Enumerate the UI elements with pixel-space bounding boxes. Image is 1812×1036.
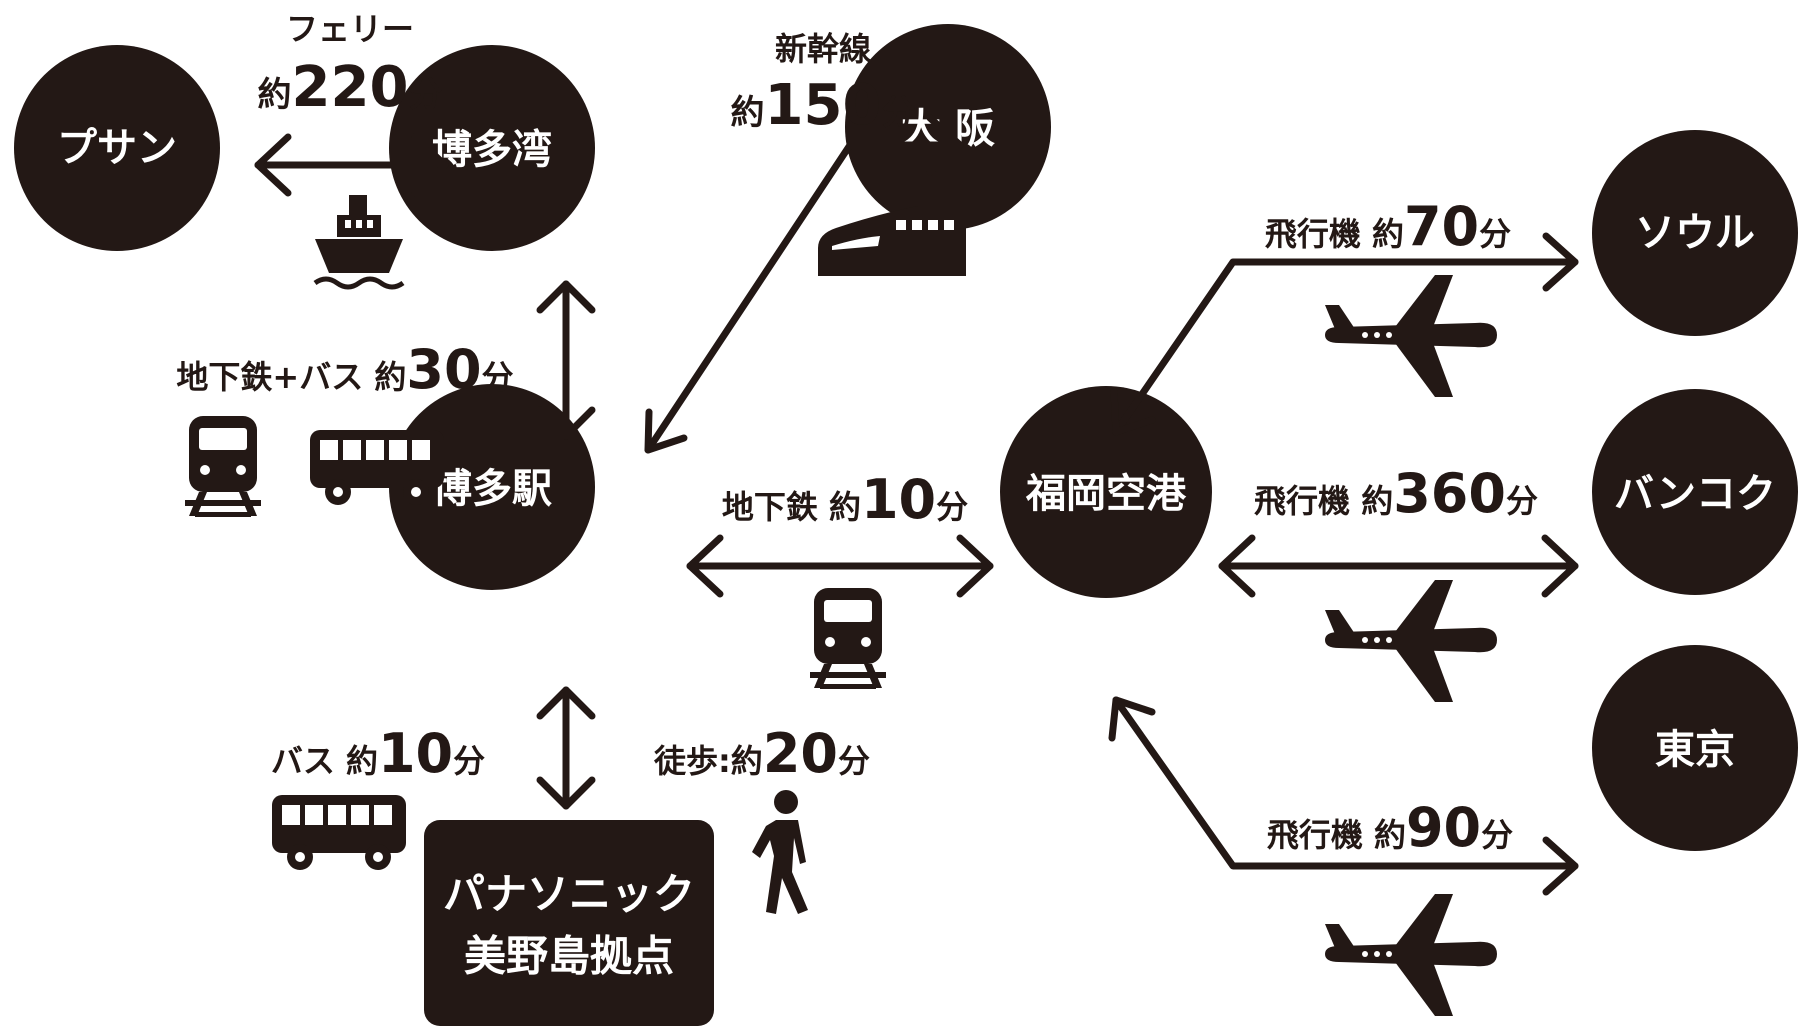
edge-unit-flight-seoul: 分 — [1479, 215, 1511, 253]
edge-label-subway: 地下鉄 約10分 — [722, 468, 968, 531]
edge-hakata-station-fukuoka-airport — [686, 534, 994, 598]
svg-text:約150分: 約150分 — [731, 73, 916, 138]
edge-fukuoka-airport-bangkok — [1218, 534, 1579, 598]
airplane-icon — [1325, 894, 1497, 1016]
airplane-icon — [1325, 580, 1497, 702]
edge-mode-shinkansen: 新幹線 — [775, 30, 871, 68]
bus-icon — [310, 430, 444, 505]
edge-label-bus: バス 約10分 — [271, 722, 485, 785]
node-label-hakata-bay: 博多湾 — [432, 127, 552, 173]
node-label-tokyo: 東京 — [1655, 727, 1735, 773]
edge-mode-walk: 徒歩:約 — [653, 742, 763, 780]
edge-hakata-bay-hakata-station — [536, 280, 596, 440]
edge-number-flight-tokyo: 90 — [1406, 796, 1481, 859]
svg-text:飛行機 約90分: 飛行機 約90分 — [1267, 796, 1513, 859]
node-tokyo: 東京 — [1592, 645, 1798, 851]
edge-mode-bus: バス 約 — [271, 742, 378, 780]
edge-number-shinkansen: 150 — [765, 73, 882, 138]
edge-number-flight-seoul: 70 — [1404, 195, 1479, 258]
node-fukuoka-airport: 福岡空港 — [1000, 386, 1212, 598]
edge-unit-flight-bangkok: 分 — [1506, 482, 1538, 520]
edge-unit-walk: 分 — [838, 742, 870, 780]
svg-text:飛行機 約70分: 飛行機 約70分 — [1265, 195, 1511, 258]
edge-hakata-station-osaka — [644, 114, 964, 454]
edge-number-walk: 20 — [763, 722, 838, 785]
node-hakata-bay: 博多湾 — [389, 45, 595, 251]
edge-number-ferry: 220 — [292, 55, 409, 120]
edge-mode-flight-tokyo: 飛行機 約 — [1267, 816, 1406, 854]
edge-mode-ferry: フェリー — [286, 10, 414, 48]
node-bangkok: バンコク — [1592, 389, 1798, 595]
edge-number-flight-bangkok: 360 — [1393, 462, 1506, 525]
train-icon — [185, 416, 261, 517]
edge-fukuoka-airport-tokyo — [1108, 696, 1579, 896]
edge-prefix-ferry: 約 — [258, 75, 292, 115]
svg-text:地下鉄 約10分: 地下鉄 約10分 — [722, 468, 968, 531]
node-label-pusan: プサン — [57, 125, 177, 171]
edge-label-subway-bus: 地下鉄+バス 約30分 — [176, 338, 513, 401]
node-label-panasonic-line2: 美野島拠点 — [464, 932, 674, 981]
edge-unit-subway: 分 — [936, 488, 968, 526]
edge-number-subway-bus: 30 — [406, 338, 481, 401]
edge-unit-shinkansen: 分 — [881, 93, 915, 133]
svg-text:地下鉄+バス 約30分: 地下鉄+バス 約30分 — [176, 338, 513, 401]
node-label-panasonic-line1: パナソニック — [443, 870, 695, 919]
node-seoul: ソウル — [1592, 130, 1798, 336]
edge-label-flight-bangkok: 飛行機 約360分 — [1254, 462, 1538, 525]
edge-hakata-station-panasonic — [536, 686, 596, 810]
edge-number-subway: 10 — [861, 468, 936, 531]
edge-mode-subway: 地下鉄 約 — [722, 488, 861, 526]
ship-icon — [313, 195, 405, 290]
edge-unit-flight-tokyo: 分 — [1481, 816, 1513, 854]
edge-mode-flight-bangkok: 飛行機 約 — [1254, 482, 1393, 520]
edge-mode-flight-seoul: 飛行機 約 — [1265, 215, 1404, 253]
svg-text:徒歩:約20分: 徒歩:約20分 — [653, 722, 870, 785]
node-panasonic-minoshima: パナソニック 美野島拠点 — [424, 820, 714, 1026]
edge-label-flight-tokyo: 飛行機 約90分 — [1267, 796, 1513, 859]
svg-text:飛行機 約360分: 飛行機 約360分 — [1254, 462, 1538, 525]
edge-pusan-hakata-bay — [254, 133, 449, 197]
svg-text:バス 約10分: バス 約10分 — [271, 722, 485, 785]
edge-label-flight-seoul: 飛行機 約70分 — [1265, 195, 1511, 258]
airplane-icon — [1325, 275, 1497, 397]
bus-icon — [272, 795, 406, 870]
walking-person-icon — [752, 790, 808, 914]
edge-unit-bus: 分 — [453, 742, 485, 780]
node-label-seoul: ソウル — [1635, 210, 1755, 256]
edge-seoul-fukuoka-airport — [1110, 232, 1579, 436]
edge-label-walk: 徒歩:約20分 — [653, 722, 870, 785]
edge-prefix-shinkansen: 約 — [731, 93, 765, 133]
node-pusan: プサン — [14, 45, 220, 251]
svg-text:約220分: 約220分 — [258, 55, 443, 120]
edge-unit-ferry: 分 — [408, 75, 442, 115]
edge-label-shinkansen: 新幹線 約150分 — [731, 30, 916, 138]
edge-mode-subway-bus: 地下鉄+バス 約 — [176, 358, 406, 396]
train-icon — [810, 588, 886, 689]
edge-label-ferry: フェリー 約220分 — [258, 10, 443, 120]
shinkansen-icon — [818, 206, 966, 276]
edge-number-bus: 10 — [378, 722, 453, 785]
node-label-bangkok: バンコク — [1614, 471, 1776, 517]
node-label-fukuoka-airport: 福岡空港 — [1025, 471, 1187, 517]
node-label-hakata-station: 博多駅 — [432, 466, 552, 512]
edge-unit-subway-bus: 分 — [482, 358, 514, 396]
